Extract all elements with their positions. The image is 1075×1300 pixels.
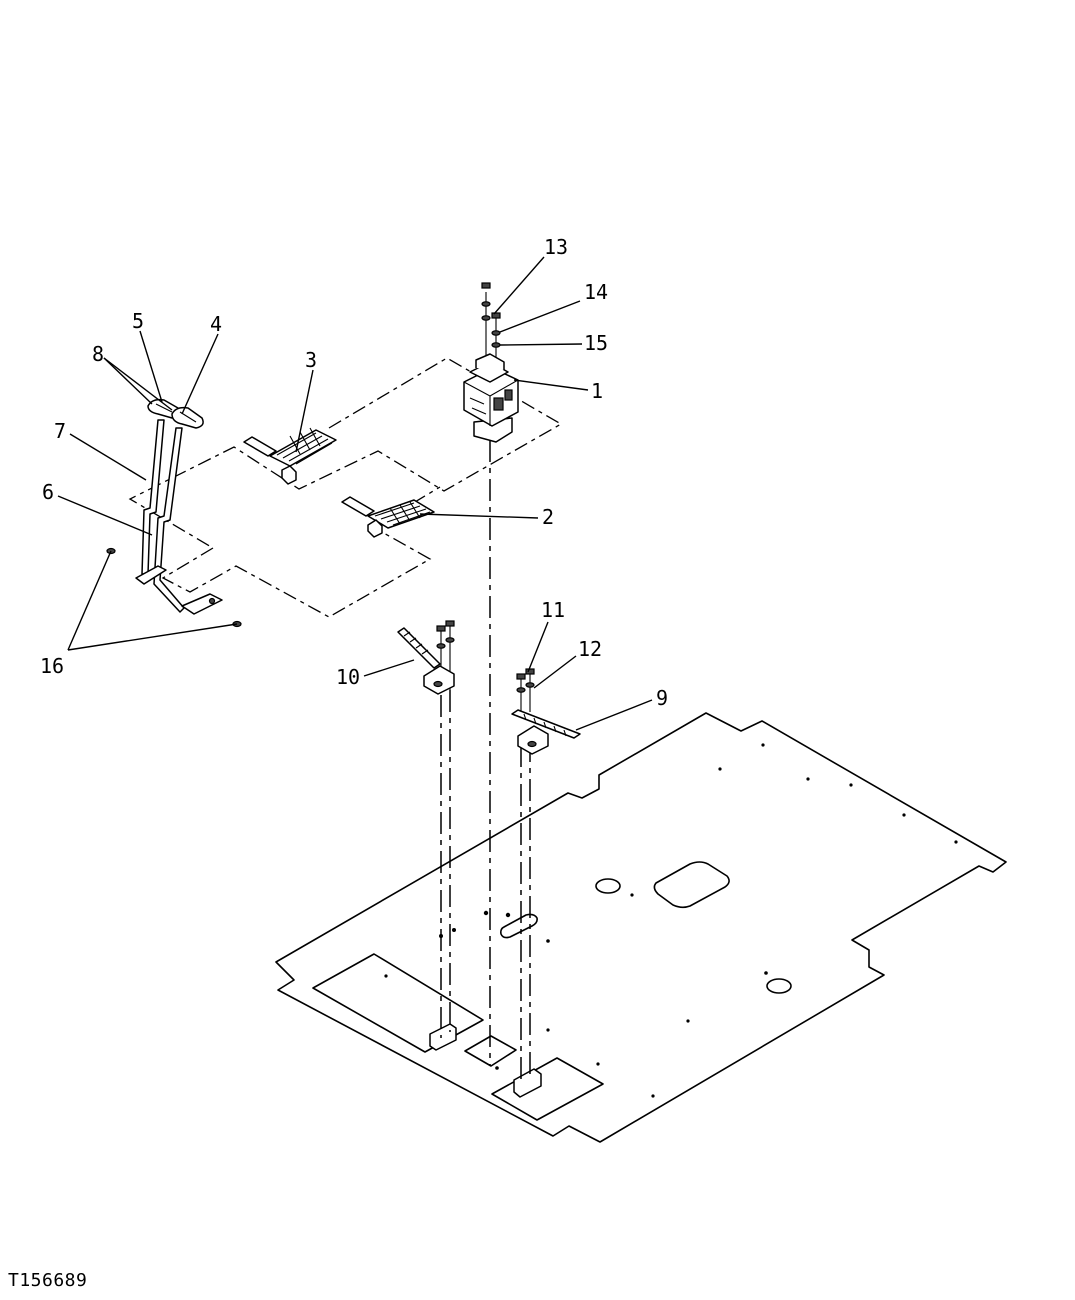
callout-15: 15 [584,331,608,355]
part-1-control-valve [463,353,519,443]
part-3-pedal [243,427,337,485]
part-2-pedal [341,496,435,538]
callout-1: 1 [591,379,603,403]
callout-4: 4 [210,312,222,336]
callout-7: 7 [54,419,66,443]
callout-8: 8 [92,342,104,366]
callout-11: 11 [541,598,565,622]
hardware-13-14-15 [481,282,501,348]
hardware-10-bolts [436,620,455,649]
parts-4-8-levers [135,398,223,615]
callout-5: 5 [132,309,144,333]
callout-6: 6 [42,480,54,504]
callout-12: 12 [578,637,602,661]
hardware-16 [106,547,242,628]
callout-10: 10 [336,665,360,689]
part-9-bracket [511,709,581,755]
callout-13: 13 [544,235,568,259]
callout-16: 16 [40,654,64,678]
callout-14: 14 [584,280,608,304]
callout-3: 3 [305,348,317,372]
callout-2: 2 [542,505,554,529]
leader-lines [57,256,653,731]
figure-id: T156689 [8,1270,88,1291]
floor-plate [275,712,1007,1143]
callout-9: 9 [656,686,668,710]
hardware-11-12 [516,668,535,693]
callout-labels: 13 14 15 1 2 3 4 5 8 7 6 10 11 12 9 16 [40,235,668,710]
part-10-bracket [397,627,455,695]
